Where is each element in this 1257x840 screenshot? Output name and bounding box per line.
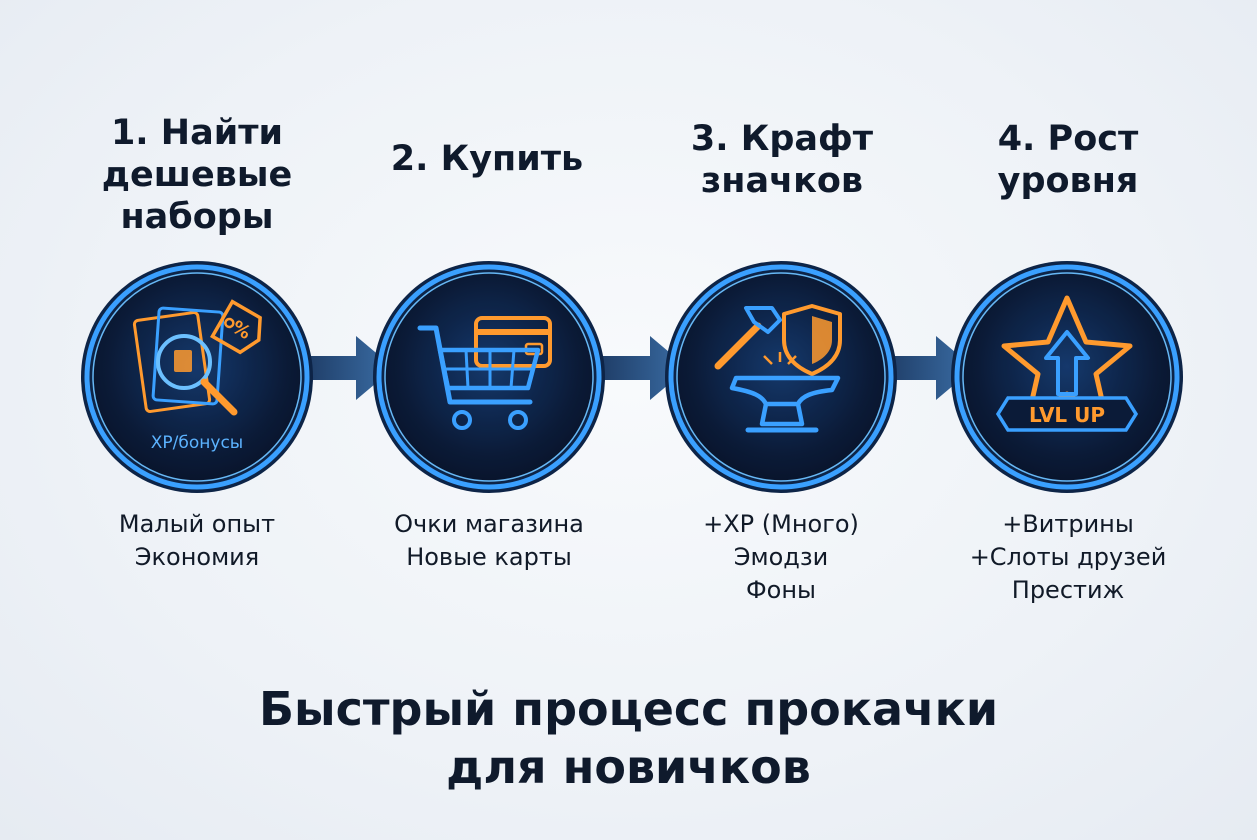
step-4-description: +Витрины +Слоты друзей Престиж [918,508,1218,607]
footer-title-line-2: для новичков [446,740,811,794]
step-1-circle: % XP/бонусы [78,258,316,496]
step-2-title: 2. Купить [390,139,584,179]
step-1-desc-line: Экономия [134,543,260,571]
arrow-2-icon [594,336,688,400]
arrow-1-icon [300,336,394,400]
step-4-desc-line: +Слоты друзей [969,543,1167,571]
footer-title-line-1: Быстрый процесс прокачки [258,682,999,736]
step-3-description: +XP (Много) Эмодзи Фоны [631,508,931,607]
step-1-title: 1. Найти дешевые наборы [101,113,293,237]
shopping-cart-icon [417,316,552,430]
step-2-desc-line: Новые карты [406,543,572,571]
arrow-3-icon [880,336,974,400]
step-2-description: Очки магазина Новые карты [339,508,639,574]
step-4-badge: LVL UP [1029,403,1105,427]
cheap-packs-search-icon: % [132,299,262,416]
step-2-circle [370,258,608,496]
step-3-desc-line: +XP (Много) [703,510,859,538]
step-3-circle [662,258,900,496]
step-4-title: 4. Рост уровня [997,119,1139,201]
footer-title: Быстрый процесс прокачки для новичков [0,680,1257,796]
step-4-desc-line: Престиж [1011,576,1125,604]
level-up-star-icon [995,295,1139,432]
step-2-desc-line: Очки магазина [394,510,584,538]
step-1-desc-line: Малый опыт [118,510,276,538]
step-3-title: 3. Крафт значков [690,119,874,201]
step-4-desc-line: +Витрины [1002,510,1134,538]
step-1-description: Малый опыт Экономия [47,508,347,574]
step-1-badge: XP/бонусы [151,433,243,453]
step-3-desc-line: Эмодзи [733,543,829,571]
step-3-desc-line: Фоны [746,576,816,604]
step-4-circle: LVL UP [948,258,1186,496]
anvil-craft-icon [714,304,842,433]
